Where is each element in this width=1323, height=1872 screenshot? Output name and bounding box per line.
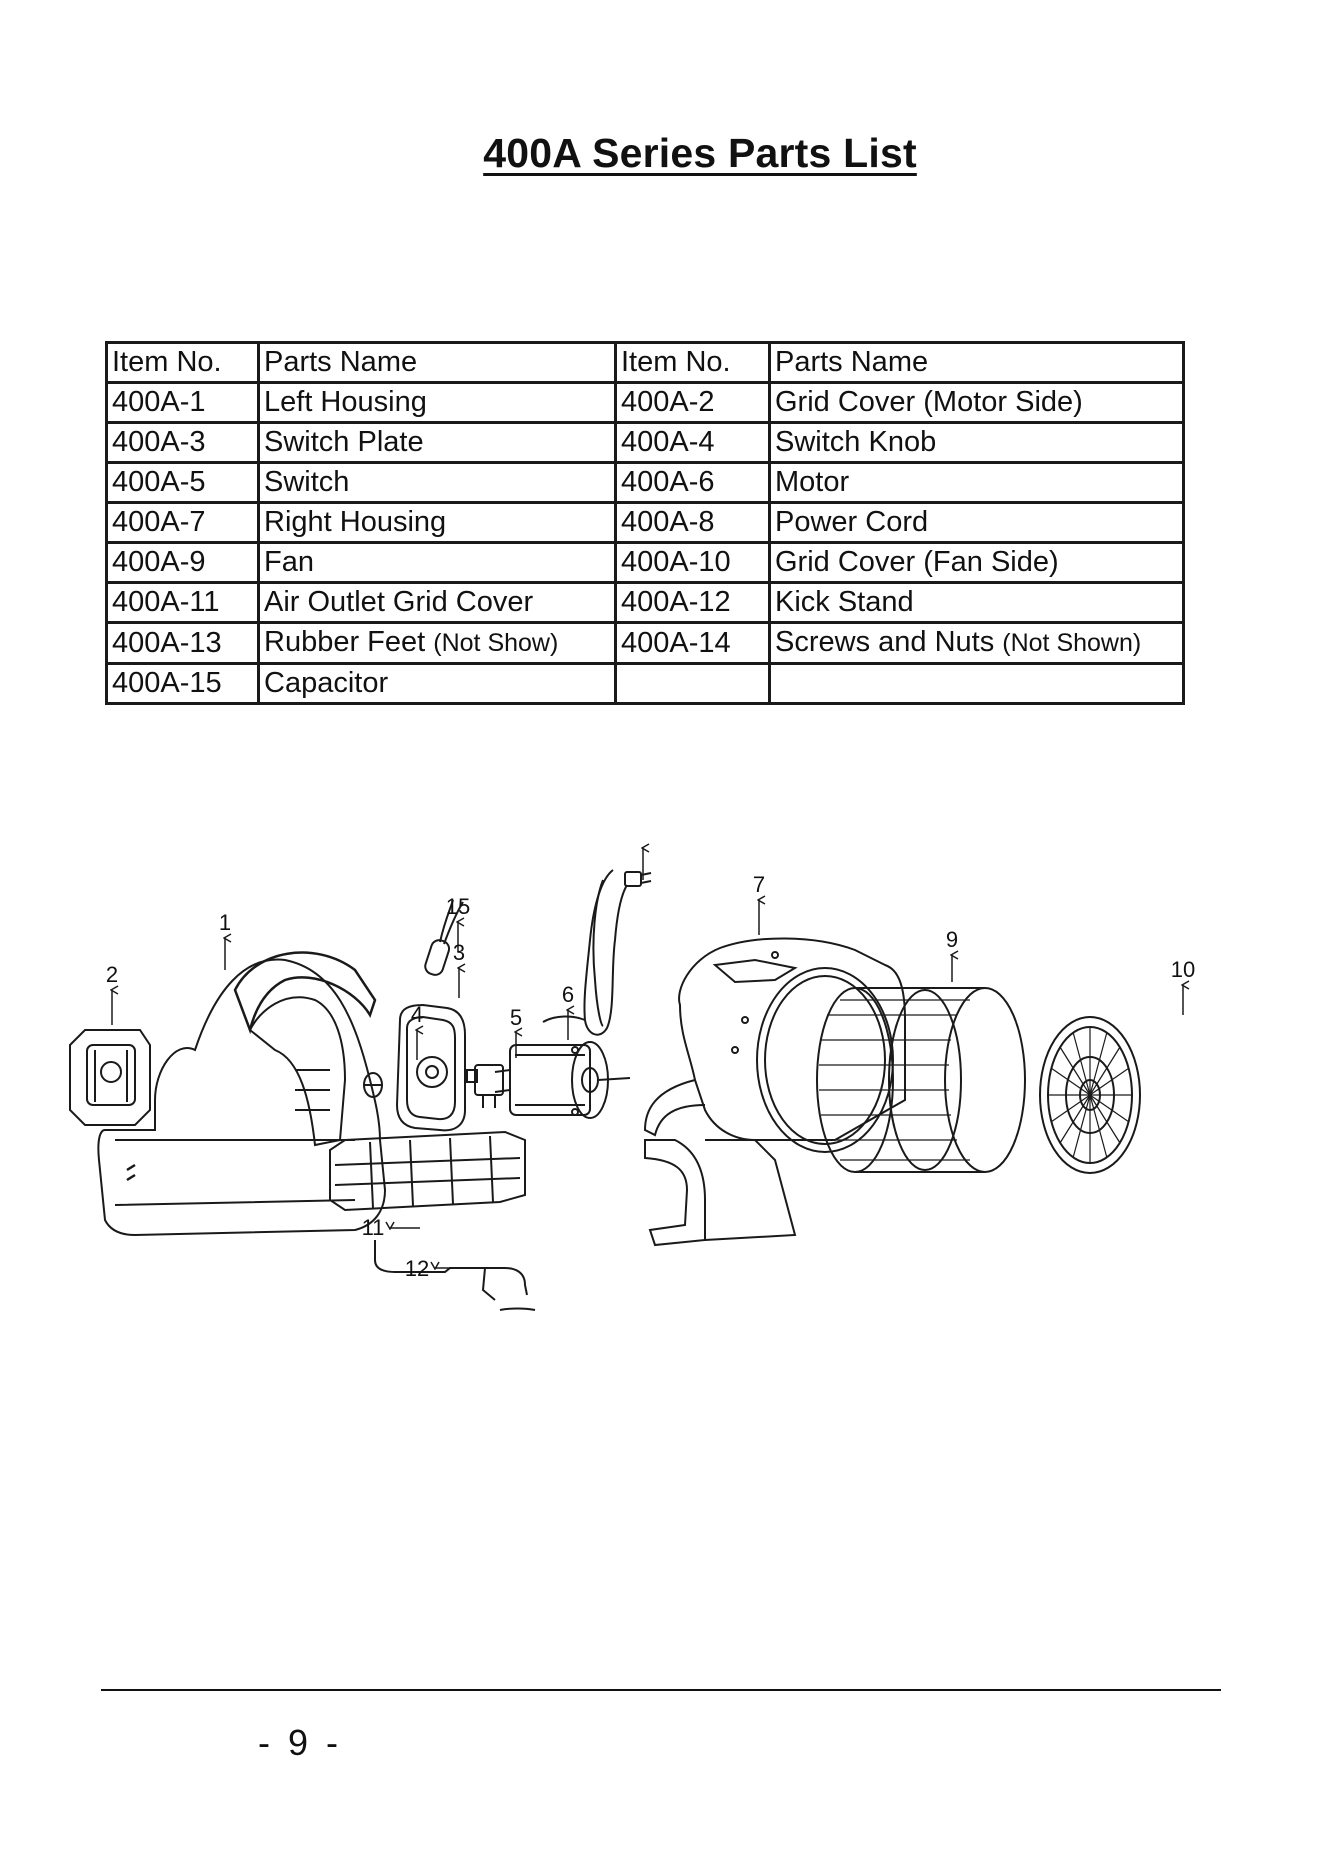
part-switch-knob [363,1072,383,1098]
part-grid-cover-fan-side [1039,1016,1141,1174]
parts-name-cell: Screws and Nuts (Not Shown) [768,621,1185,665]
page-title: 400A Series Parts List [483,130,917,176]
parts-name-cell: Right Housing [257,501,617,544]
part-right-housing [643,937,906,1247]
item-no-cell: 400A-12 [614,581,771,624]
callout-labels: 1 2 3 4 5 6 7 8 9 10 11 12 15 [106,820,1195,1281]
part-name: Left Housing [264,386,427,418]
item-no-cell: 400A-11 [105,581,260,624]
part-name: Capacitor [264,667,389,699]
part-name: Grid Cover (Fan Side) [775,546,1059,578]
part-name: Fan [264,546,314,578]
parts-name-cell: Power Cord [768,501,1185,544]
item-no-cell: 400A-2 [614,381,771,424]
item-no-cell: 400A-3 [105,421,260,464]
header-item-no: Item No. [614,341,771,384]
part-grid-cover-motor-side [69,1029,151,1126]
parts-name-cell: Grid Cover (Motor Side) [768,381,1185,424]
item-no-cell: 400A-5 [105,461,260,504]
part-name: Motor [775,466,850,498]
part-name: Power Cord [775,506,929,538]
parts-name-cell: Fan [257,541,617,584]
item-no-cell: 400A-6 [614,461,771,504]
callout-10: 10 [1171,957,1195,982]
part-fan [816,987,1026,1173]
parts-name-cell: Motor [768,461,1185,504]
page-number: - 9 - [258,1722,343,1763]
parts-name-cell: Switch Plate [257,421,617,464]
callout-1: 1 [219,910,231,935]
item-no-cell: 400A-14 [614,621,771,665]
part-switch [466,1064,504,1108]
item-no-cell [614,662,771,705]
item-no-cell: 400A-7 [105,501,260,544]
part-name: Switch Plate [264,426,424,458]
part-name: Right Housing [264,506,447,538]
part-capacitor [424,899,464,976]
callout-3: 3 [453,940,465,965]
callout-11: 11 [362,1215,385,1240]
part-name: Screws and Nuts [775,626,995,658]
callout-2: 2 [106,962,118,987]
parts-name-cell: Left Housing [257,381,617,424]
header-parts-name: Parts Name [768,341,1185,384]
footer-rule [101,1689,1221,1691]
item-no-cell: 400A-15 [105,662,260,705]
header-item-no: Item No. [105,341,260,384]
callout-5: 5 [510,1005,522,1030]
parts-name-cell: Rubber Feet (Not Show) [257,621,617,665]
header-parts-name: Parts Name [257,341,617,384]
callout-15: 15 [446,894,470,919]
part-note: (Not Show) [433,629,559,657]
item-no-cell: 400A-4 [614,421,771,464]
part-motor [494,1041,631,1119]
parts-name-cell: Air Outlet Grid Cover [257,581,617,624]
part-power-cord [542,869,652,1036]
item-no-cell: 400A-8 [614,501,771,544]
parts-name-cell: Switch [257,461,617,504]
item-no-cell: 400A-10 [614,541,771,584]
exploded-view-diagram: 1 2 3 4 5 6 7 8 9 10 11 12 15 [55,820,1255,1340]
parts-name-cell: Kick Stand [768,581,1185,624]
callout-4: 4 [411,1002,423,1027]
parts-name-cell: Grid Cover (Fan Side) [768,541,1185,584]
part-name: Switch [264,466,350,498]
callout-12: 12 [405,1256,429,1281]
exploded-view-svg: 1 2 3 4 5 6 7 8 9 10 11 12 15 [69,820,1195,1311]
part-switch-plate [395,1003,466,1132]
part-note: (Not Shown) [1002,629,1142,657]
callout-arrows [112,848,1183,1268]
parts-name-cell [768,662,1185,705]
part-left-housing [97,951,387,1237]
item-no-cell: 400A-9 [105,541,260,584]
callout-9: 9 [946,927,958,952]
part-kick-stand [374,1240,536,1311]
callout-6: 6 [562,982,574,1007]
parts-name-cell: Capacitor [257,662,617,705]
item-no-cell: 400A-13 [105,621,260,665]
part-name: Switch Knob [775,426,937,458]
item-no-cell: 400A-1 [105,381,260,424]
part-name: Rubber Feet [264,626,426,658]
callout-7: 7 [753,872,765,897]
part-air-outlet-grid-cover [329,1130,526,1212]
part-name: Air Outlet Grid Cover [264,586,534,618]
callout-8: 8 [637,840,649,845]
parts-name-cell: Switch Knob [768,421,1185,464]
part-name: Grid Cover (Motor Side) [775,386,1083,418]
part-name: Kick Stand [775,586,914,618]
